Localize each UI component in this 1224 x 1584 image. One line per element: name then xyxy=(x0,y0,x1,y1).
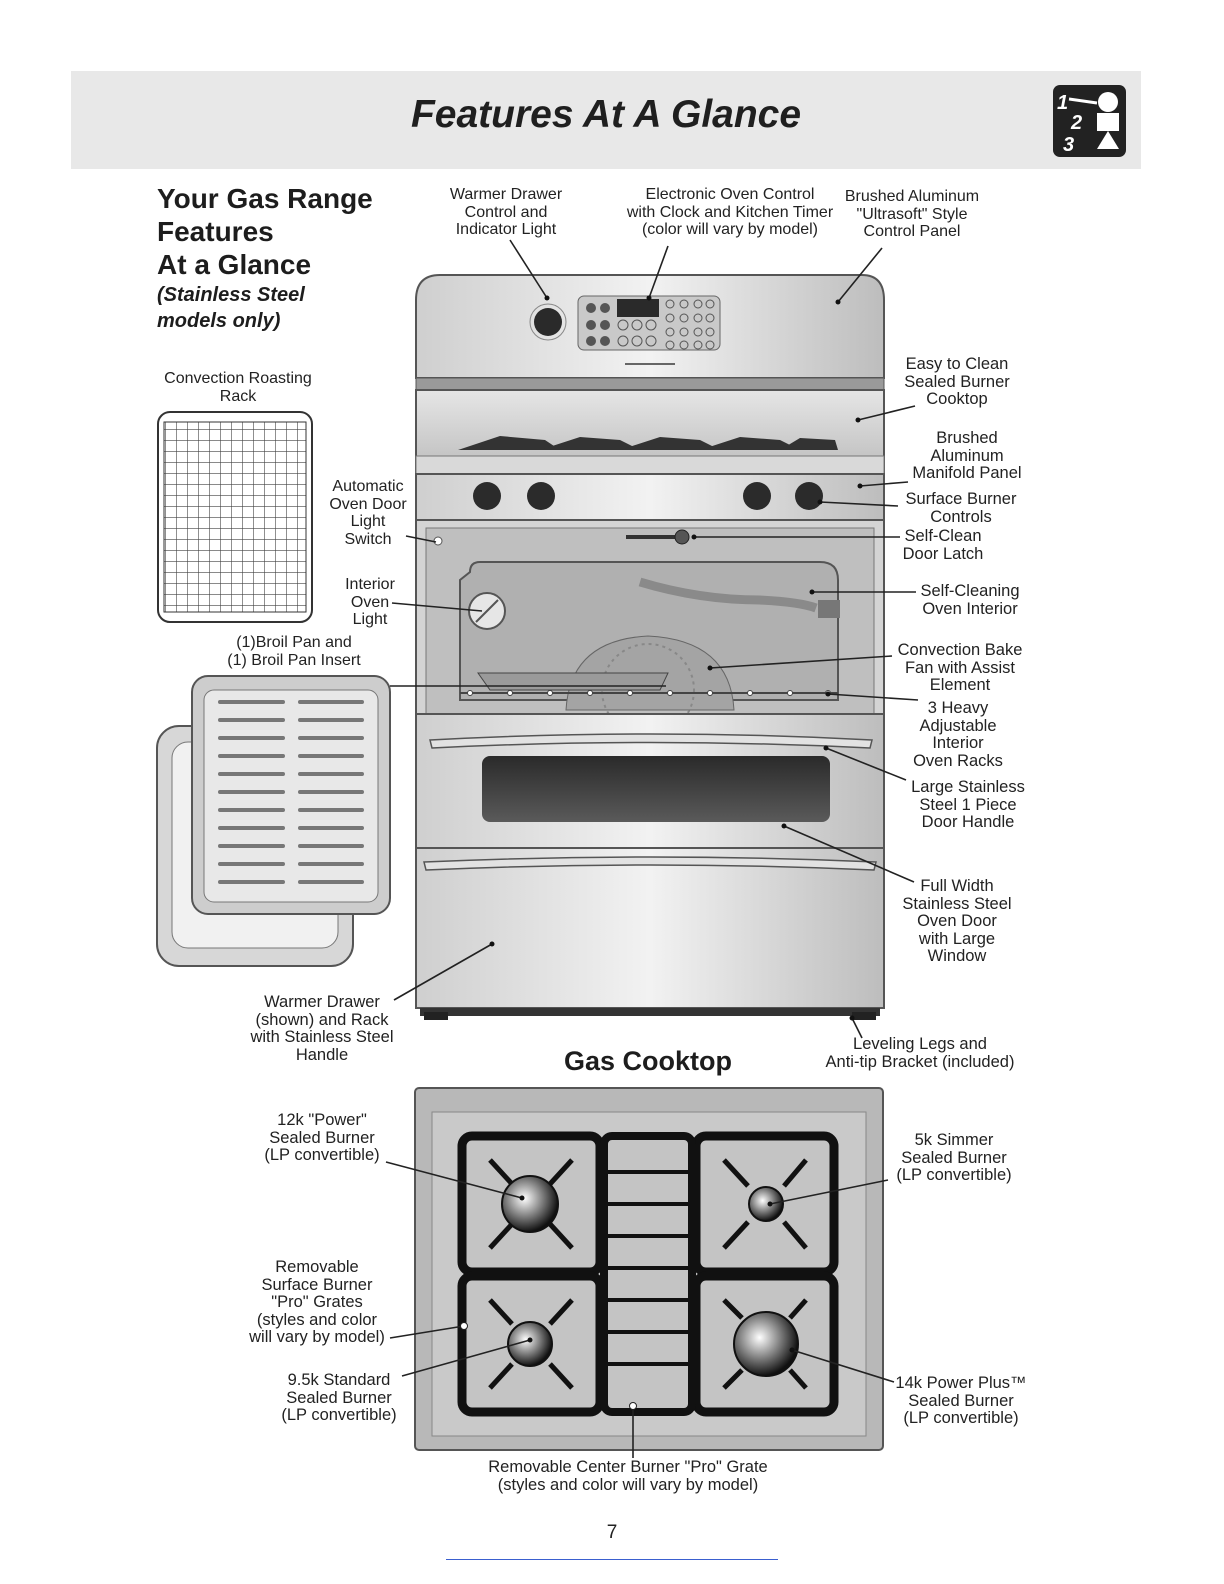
label-door-handle: Large Stainless Steel 1 Piece Door Handl… xyxy=(900,779,1036,832)
oven-door xyxy=(416,714,884,848)
label-simmer-burner: 5k Simmer Sealed Burner (LP convertible) xyxy=(884,1132,1024,1185)
label-leveling-legs: Leveling Legs and Anti-tip Bracket (incl… xyxy=(808,1036,1032,1071)
cooktop-title: Gas Cooktop xyxy=(520,1046,776,1077)
label-warmer-drawer: Warmer Drawer (shown) and Rack with Stai… xyxy=(236,994,408,1064)
roasting-rack xyxy=(158,412,312,622)
cooktop-strip xyxy=(416,390,884,474)
label-oven-door: Full Width Stainless Steel Oven Door wit… xyxy=(894,878,1020,966)
label-oven-racks: 3 Heavy Adjustable Interior Oven Racks xyxy=(906,700,1010,770)
label-door-latch: Self-Clean Door Latch xyxy=(888,528,998,563)
cooktop-top-view xyxy=(415,1088,883,1450)
manifold-panel xyxy=(416,474,884,520)
label-oven-interior: Self-Cleaning Oven Interior xyxy=(908,583,1032,618)
label-warmer-drawer-control: Warmer Drawer Control and Indicator Ligh… xyxy=(438,186,574,239)
label-standard-burner: 9.5k Standard Sealed Burner (LP converti… xyxy=(270,1372,408,1425)
label-door-light-switch: Automatic Oven Door Light Switch xyxy=(324,478,412,548)
warmer-drawer xyxy=(416,848,884,1020)
label-broil-pan: (1)Broil Pan and (1) Broil Pan Insert xyxy=(214,634,374,669)
label-control-panel: Brushed Aluminum "Ultrasoft" Style Contr… xyxy=(840,188,984,241)
label-manifold-panel: Brushed Aluminum Manifold Panel xyxy=(900,430,1034,483)
label-power-plus-burner: 14k Power Plus™ Sealed Burner (LP conver… xyxy=(886,1375,1036,1428)
oven-body xyxy=(416,520,884,736)
label-convection-fan: Convection Bake Fan with Assist Element xyxy=(886,642,1034,695)
label-burner-controls: Surface Burner Controls xyxy=(894,491,1028,526)
broil-pan xyxy=(157,676,390,966)
label-cooktop: Easy to Clean Sealed Burner Cooktop xyxy=(888,356,1026,409)
label-center-grate: Removable Center Burner "Pro" Grate (sty… xyxy=(462,1459,794,1494)
control-panel xyxy=(416,275,884,378)
footer-rule xyxy=(446,1559,778,1560)
label-grates: Removable Surface Burner "Pro" Grates (s… xyxy=(238,1259,396,1347)
label-electronic-oven-control: Electronic Oven Control with Clock and K… xyxy=(620,186,840,239)
label-roasting-rack: Convection Roasting Rack xyxy=(150,370,326,405)
page-number: 7 xyxy=(0,1522,1224,1544)
label-power-burner: 12k "Power" Sealed Burner (LP convertibl… xyxy=(250,1112,394,1165)
label-interior-light: Interior Oven Light xyxy=(330,576,410,629)
